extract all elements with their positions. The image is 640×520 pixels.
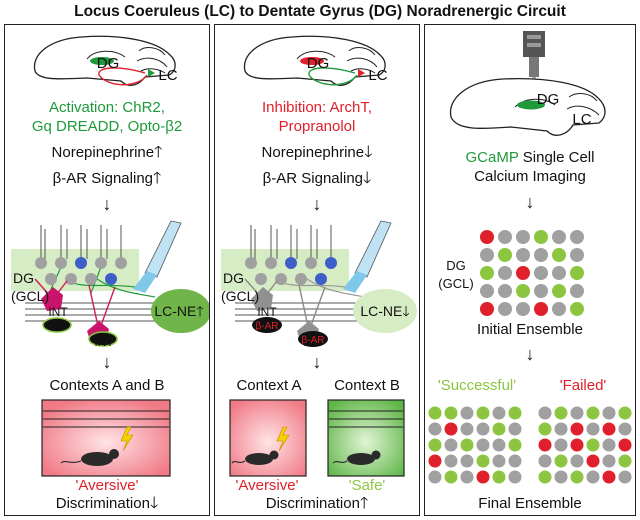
down-arrow-icon: ↓ [102,194,112,214]
brain-label-dg: DG [536,91,560,108]
discrimination-down: Discrimination🡓 [5,495,209,513]
ensemble-label-gcl: (GCL) [438,276,474,291]
circuit-label-bar-2: β-AR [301,335,325,346]
brain-label-lc: LC [572,111,592,128]
brain-sagittal-left [33,35,176,87]
brain-label-lc: LC [158,67,178,84]
failed-label: 'Failed' [559,377,607,394]
single-cell-label: Single Cell [522,149,595,166]
successful-ensemble-grid [428,406,522,484]
context-a-box-aversive [229,399,307,477]
down-arrow-icon: ↓ [312,194,322,214]
bar-signaling-up: β-AR Signaling🡑 [5,170,209,188]
norepinephrine-down: Norepinephrine🡓 [215,144,419,162]
circuit-label-int-2: INT [303,335,323,349]
circuit-label-gcl: (GCL) [11,288,50,304]
imaging-line-1: GCaMP Single Cell [425,149,635,167]
panel-activation: DG LC Activation: ChR2, Gq DREADD, Opto-… [4,24,210,516]
outcome-aversive: 'Aversive' [75,477,139,494]
manipulation-line-2: Gq DREADD, Opto-β2 [31,118,183,135]
brain-sagittal-mid [243,35,386,87]
norepinephrine-up: Norepinephrine🡑 [5,144,209,162]
up-arrow-icon: 🡑 [153,170,162,187]
lc-ne-label: LC-NE [360,303,403,319]
down-arrow-icon: 🡓 [402,303,410,319]
imaging-line-2: Calcium Imaging [474,168,586,185]
context-box-aversive [41,399,171,477]
ne-label: Norepinephrine [51,144,155,161]
gcamp-label: GCaMP [465,149,519,166]
context-b-label: Context B [334,377,400,394]
brain-label-dg: DG [96,55,120,72]
circuit-label-gcl: (GCL) [221,288,260,304]
up-arrow-icon: 🡑 [359,495,369,512]
panel-imaging: DG LC GCaMP Single Cell Calcium Imaging … [424,24,636,516]
circuit-label-bar-1: β-AR [255,321,279,332]
circuit-activation [11,220,209,347]
discrimination-label: Discrimination [265,495,360,512]
circuit-label-int-2: INT [94,335,114,349]
circuit-label-dg: DG [223,270,244,286]
circuit-label-int-1: INT [48,305,68,319]
manipulation-line-1: Inhibition: ArchT, [261,99,373,116]
circuit-label-dg: DG [13,270,34,286]
up-arrow-icon: 🡑 [196,303,204,319]
outcome-safe: 'Safe' [348,477,386,494]
down-arrow-icon: ↓ [102,352,112,372]
manipulation-line-1: Activation: ChR2, [49,99,165,116]
lc-ne-up: LC-NE🡑 [149,302,209,320]
brain-label-dg: DG [306,55,330,72]
circuit-label-int-1: INT [257,305,277,319]
brain-label-lc: LC [368,67,388,84]
up-arrow-icon: 🡑 [154,144,163,161]
initial-ensemble-grid [480,230,584,316]
down-arrow-icon: 🡓 [363,170,372,187]
discrimination-label: Discrimination [55,495,150,512]
bar-label: β-AR Signaling [262,170,363,187]
panel-inhibition: DG LC Inhibition: ArchT, Propranolol Nor… [214,24,420,516]
figure-title: Locus Coeruleus (LC) to Dentate Gyrus (D… [74,3,566,20]
lc-ne-down: LC-NE🡓 [355,302,415,320]
down-arrow-icon: ↓ [525,192,535,212]
bar-signaling-down: β-AR Signaling🡓 [215,170,419,188]
down-arrow-icon: 🡓 [149,495,159,512]
circuit-inhibition [221,220,417,347]
down-arrow-icon: ↓ [312,352,322,372]
discrimination-up: Discrimination🡑 [215,495,419,513]
contexts-label: Contexts A and B [49,377,165,394]
ensemble-label-dg: DG [446,258,466,273]
brain-with-microscope [449,31,606,136]
outcome-aversive: 'Aversive' [235,477,299,494]
lc-ne-label: LC-NE [154,303,197,319]
bar-label: β-AR Signaling [52,170,153,187]
down-arrow-icon: ↓ [525,344,535,364]
ne-label: Norepinephrine [261,144,365,161]
successful-label: 'Successful' [437,377,517,394]
down-arrow-icon: 🡓 [364,144,373,161]
manipulation-line-2: Propranolol [278,118,356,135]
context-b-box-safe [327,399,405,477]
failed-ensemble-grid [538,406,632,484]
initial-ensemble-label: Initial Ensemble [477,321,583,338]
context-a-label: Context A [236,377,302,394]
final-ensemble-label: Final Ensemble [478,495,582,512]
